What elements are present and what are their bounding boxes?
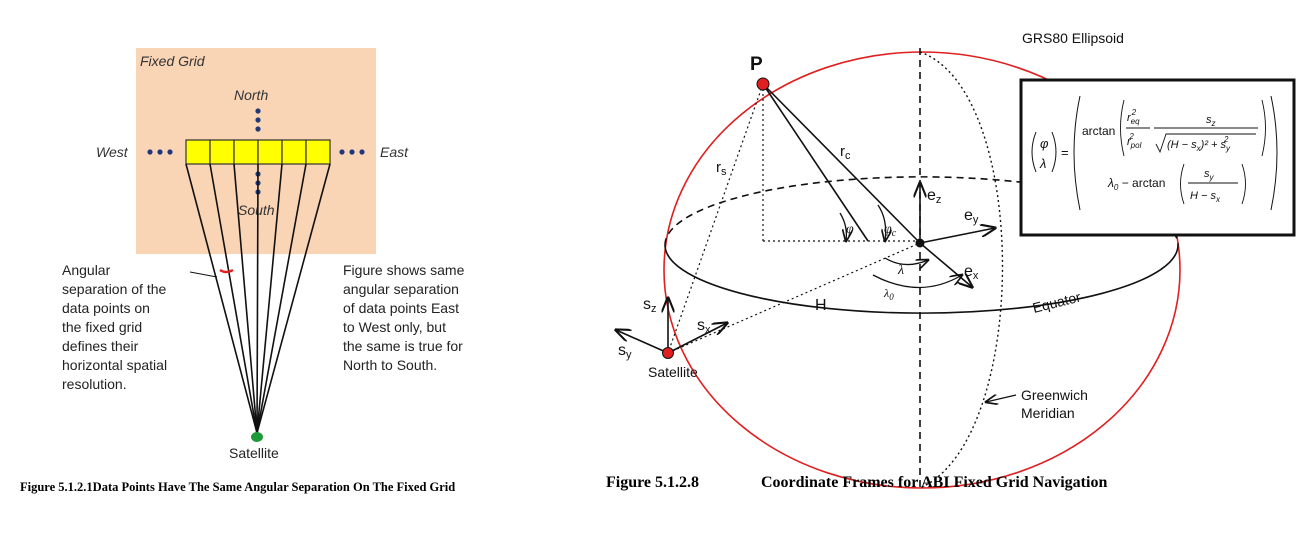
left-figure-caption: Figure 5.1.2.1Data Points Have The Same … — [20, 480, 456, 494]
angular-note-pointer — [189, 271, 218, 278]
s-x-axis — [667, 323, 727, 354]
grid-cell — [281, 139, 307, 165]
formula-h-minus-sx: H − sx — [1190, 190, 1221, 204]
data-point-cells — [185, 139, 331, 165]
r-c-vector — [762, 83, 921, 244]
east-label: East — [380, 144, 409, 160]
fixed-grid-diagram: Fixed Grid North West East South — [96, 48, 409, 461]
formula-equals: = — [1061, 145, 1069, 160]
east-dots — [339, 149, 365, 155]
lambda0-label: λ0 — [883, 286, 894, 302]
r-s-label: rs — [716, 159, 727, 178]
formula-s-y: sy — [1204, 168, 1215, 182]
satellite-dot — [251, 432, 263, 442]
formula-phi: φ — [1040, 136, 1049, 151]
satellite-rays — [185, 163, 331, 434]
right-figure-caption-number: Figure 5.1.2.8 — [606, 474, 700, 491]
r-s-vector — [667, 83, 764, 354]
e-y-label: ey — [964, 207, 979, 226]
formula-lambda: λ — [1039, 156, 1046, 171]
same-separation-note: Figure shows same angular separation of … — [343, 262, 465, 373]
s-x-label: sx — [697, 317, 711, 336]
grid-cell — [257, 139, 283, 165]
r-c-label: rc — [840, 143, 851, 162]
greenwich-pointer — [986, 395, 1017, 402]
satellite-label: Satellite — [229, 445, 279, 461]
west-dots — [147, 149, 173, 155]
fixed-grid-figure: Fixed Grid North West East South — [0, 0, 580, 531]
north-dots — [255, 108, 261, 132]
ellipsoid-label: GRS80 Ellipsoid — [1022, 30, 1124, 46]
greenwich-meridian-line — [919, 51, 1004, 489]
north-label: North — [234, 87, 268, 103]
s-y-axis — [616, 330, 669, 354]
e-x-label: ex — [964, 263, 979, 282]
grid-cell — [305, 139, 331, 165]
formula-lambda0: λ0 − arctan — [1107, 176, 1165, 192]
point-p-label: P — [750, 54, 763, 75]
greenwich-meridian-label: Greenwich Meridian — [1021, 386, 1088, 422]
s-y-label: sy — [618, 342, 632, 361]
phi-c-label: φc — [884, 222, 897, 239]
lambda0-arc — [872, 275, 962, 289]
lambda-arc — [884, 257, 928, 265]
phi-label: φ — [846, 222, 854, 237]
e-z-label: ez — [927, 187, 941, 206]
coordinate-frames-figure: P GRS80 Ellipsoid rc rs ez ey ex φ — [580, 0, 1316, 531]
angular-separation-arc — [219, 268, 234, 274]
equator-label: Equator — [1031, 288, 1083, 315]
fixed-grid-label: Fixed Grid — [140, 53, 206, 69]
e-y-axis — [919, 228, 995, 244]
formula-radicand: (H − sx)² + sy2 — [1167, 135, 1231, 153]
s-z-label: sz — [643, 296, 657, 315]
grid-cell — [209, 139, 235, 165]
angular-separation-note: Angular separation of the data points on… — [62, 262, 168, 392]
equator-front — [664, 244, 1179, 314]
grid-cell — [233, 139, 259, 165]
lambda-label: λ — [897, 263, 904, 278]
formula-r-pol: rpol2 — [1127, 132, 1142, 150]
geodetic-formula: φ λ = arctan req2 rpol2 sz (H − sx)² + s… — [1031, 95, 1278, 211]
south-label: South — [238, 202, 275, 218]
phi-arc — [839, 212, 846, 241]
formula-r-eq: req2 — [1127, 108, 1140, 126]
formula-arctan-1: arctan — [1082, 124, 1115, 138]
coordinate-frames-diagram: P GRS80 Ellipsoid rc rs ez ey ex φ — [580, 30, 1296, 490]
geodetic-normal-line — [762, 83, 869, 242]
west-label: West — [96, 144, 129, 160]
h-label: H — [815, 297, 827, 314]
formula-s-z: sz — [1206, 114, 1216, 128]
right-figure-caption-title: Coordinate Frames for ABI Fixed Grid Nav… — [761, 474, 1108, 491]
phi-c-arc — [877, 204, 886, 241]
h-line — [667, 242, 921, 354]
grid-cell — [185, 139, 211, 165]
point-p — [756, 77, 770, 91]
formula-box — [1019, 78, 1296, 237]
satellite-label-right: Satellite — [648, 364, 698, 380]
satellite-point — [662, 347, 674, 359]
